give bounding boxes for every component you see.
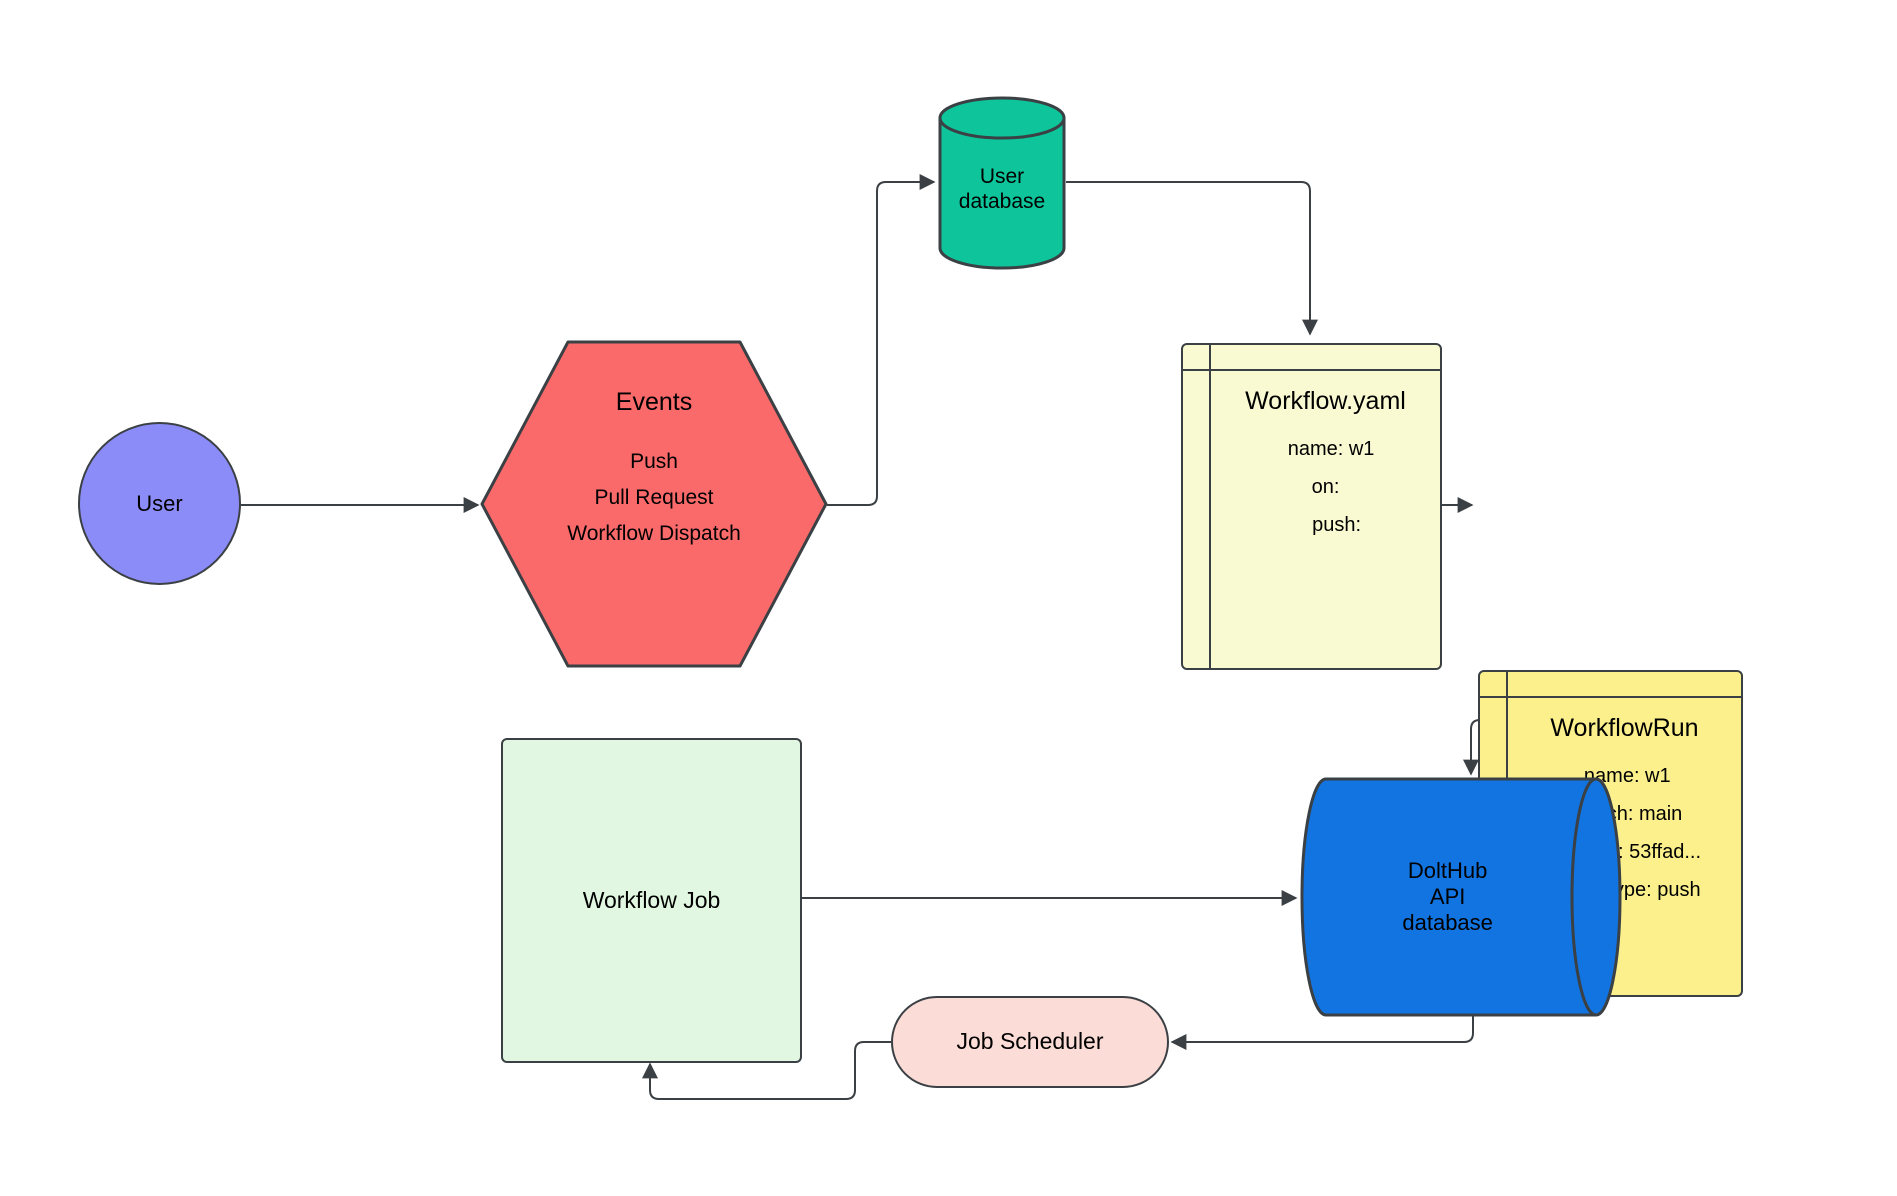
node-job-scheduler-label: Job Scheduler	[956, 1028, 1104, 1055]
node-workflow-run-title: WorkflowRun	[1550, 714, 1699, 742]
workflow-yaml-body: Workflow.yaml name: w1 on: push:	[1211, 371, 1440, 668]
node-workflow-yaml[interactable]: Workflow.yaml name: w1 on: push:	[1181, 343, 1442, 670]
edge-user-database-to-workflow-yaml	[1066, 181, 1318, 336]
workflow-yaml-line-push: push:	[1289, 514, 1362, 536]
node-user[interactable]: User	[78, 422, 241, 585]
node-events-item-pull-request: Pull Request	[594, 486, 714, 509]
node-events-title: Events	[615, 388, 693, 416]
node-workflow-yaml-title: Workflow.yaml	[1245, 387, 1406, 415]
node-events-item-workflow-dispatch: Workflow Dispatch	[567, 522, 741, 545]
workflow-yaml-topbar	[1183, 369, 1440, 371]
node-workflow-job-label: Workflow Job	[582, 886, 721, 913]
workflow-yaml-lines: name: w1 on: push:	[1211, 438, 1440, 537]
node-user-database[interactable]: User database	[938, 96, 1066, 270]
workflow-run-topbar	[1480, 696, 1741, 698]
node-user-label: User	[136, 490, 183, 516]
workflow-yaml-line-on: on:	[1311, 476, 1340, 498]
user-database-cylinder-shape	[938, 96, 1066, 270]
node-events-item-push: Push	[630, 450, 678, 473]
workflow-yaml-spine	[1209, 345, 1211, 668]
node-user-database-label: User database	[958, 165, 1046, 213]
node-dolthub-api-database-label: DoltHub API database	[1402, 858, 1493, 935]
dolthub-cylinder-shape	[1300, 777, 1622, 1017]
node-job-scheduler[interactable]: Job Scheduler	[891, 996, 1169, 1088]
workflow-yaml-line-name: name: w1	[1276, 438, 1375, 460]
edge-dolthub-to-job-scheduler	[1170, 1016, 1474, 1050]
node-dolthub-api-database[interactable]: DoltHub API database	[1298, 776, 1646, 1018]
node-events[interactable]: Events Push Pull Request Workflow Dispat…	[480, 340, 828, 668]
events-text-block: Events Push Pull Request Workflow Dispat…	[480, 340, 828, 546]
edge-events-to-user-database	[827, 174, 936, 506]
node-workflow-job[interactable]: Workflow Job	[501, 738, 802, 1063]
events-hexagon-shape	[480, 340, 828, 668]
